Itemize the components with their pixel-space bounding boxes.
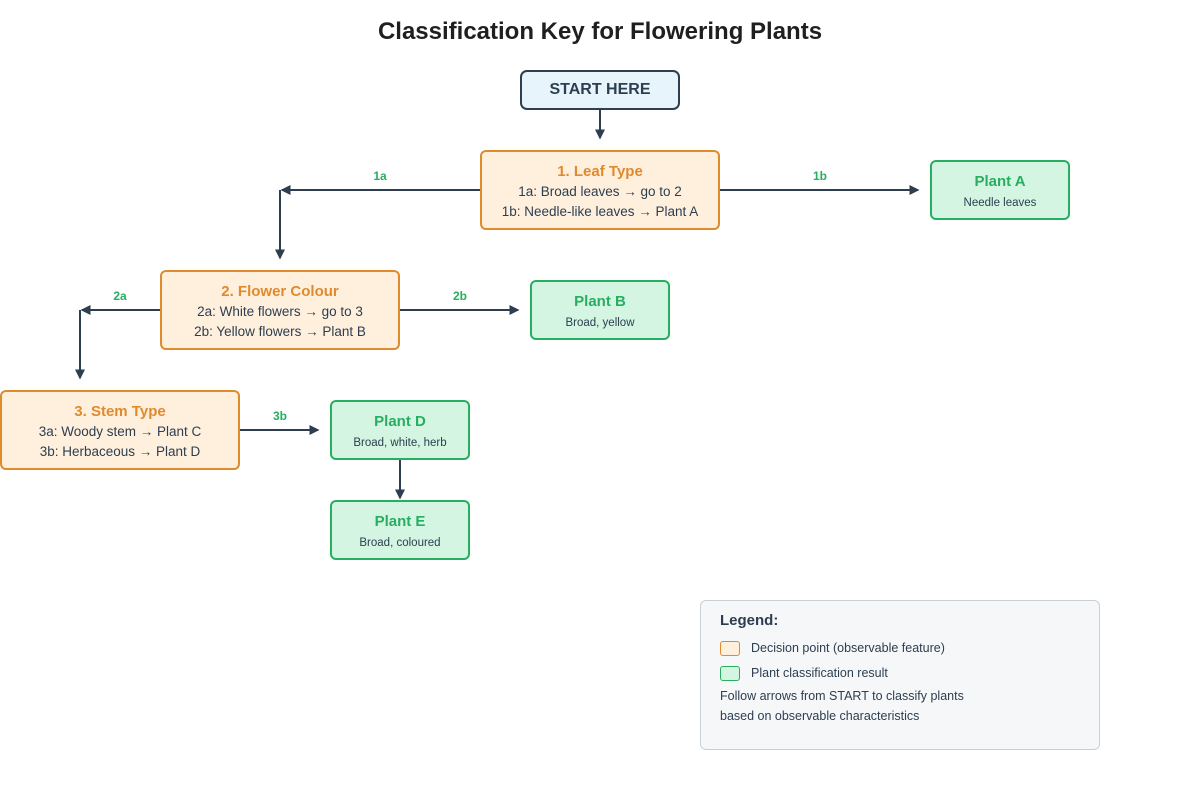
diagram-title: Classification Key for Flowering Plants: [377, 18, 823, 45]
result-title: Plant B: [574, 293, 626, 310]
legend-result-label: Plant classification result: [751, 666, 888, 680]
result-title: Plant E: [374, 513, 426, 530]
decision-option: 1a: Broad leaves → go to 2: [518, 184, 682, 199]
legend-title: Legend:: [720, 612, 779, 629]
decision-option: 3a: Woody stem → Plant C: [38, 424, 202, 439]
decision-option: 1b: Needle-like leaves → Plant A: [501, 204, 699, 219]
decision-stem-type: 3. Stem Type 3a: Woody stem → Plant C 3b…: [0, 390, 240, 470]
decision-flower-colour: 2. Flower Colour 2a: White flowers → go …: [160, 270, 400, 350]
result-subtitle: Needle leaves: [963, 197, 1037, 209]
result-title: Plant A: [974, 173, 1026, 190]
edge-label-1a: 1a: [373, 169, 387, 183]
legend: Legend: Decision point (observable featu…: [700, 600, 1100, 750]
start-label: START HERE: [549, 81, 651, 98]
start-node: START HERE: [520, 70, 680, 110]
decision-title: 1. Leaf Type: [557, 163, 643, 180]
decision-option: 2a: White flowers → go to 3: [197, 304, 363, 319]
result-plant-b: Plant B Broad, yellow: [530, 280, 670, 340]
result-subtitle: Broad, white, herb: [353, 437, 447, 449]
result-plant-a: Plant A Needle leaves: [930, 160, 1070, 220]
decision-leaf-type: 1. Leaf Type 1a: Broad leaves → go to 2 …: [480, 150, 720, 230]
result-title: Plant D: [374, 413, 426, 430]
decision-title: 2. Flower Colour: [221, 283, 339, 300]
legend-decision-label: Decision point (observable feature): [751, 641, 945, 655]
result-plant-d: Plant D Broad, white, herb: [330, 400, 470, 460]
legend-note-line2: based on observable characteristics: [720, 709, 920, 723]
edge-label-2b: 2b: [452, 289, 468, 303]
legend-decision-swatch: [720, 641, 740, 656]
result-subtitle: Broad, coloured: [359, 537, 441, 549]
edge-label-2a: 2a: [113, 289, 127, 303]
decision-option: 2b: Yellow flowers → Plant B: [194, 324, 366, 339]
legend-result-swatch: [720, 666, 740, 681]
decision-title: 3. Stem Type: [74, 403, 166, 420]
result-plant-e: Plant E Broad, coloured: [330, 500, 470, 560]
result-subtitle: Broad, yellow: [565, 317, 635, 329]
edge-label-3b: 3b: [272, 409, 288, 423]
edge-label-1b: 1b: [812, 169, 828, 183]
legend-note-line1: Follow arrows from START to classify pla…: [720, 689, 964, 703]
decision-option: 3b: Herbaceous → Plant D: [39, 444, 201, 459]
